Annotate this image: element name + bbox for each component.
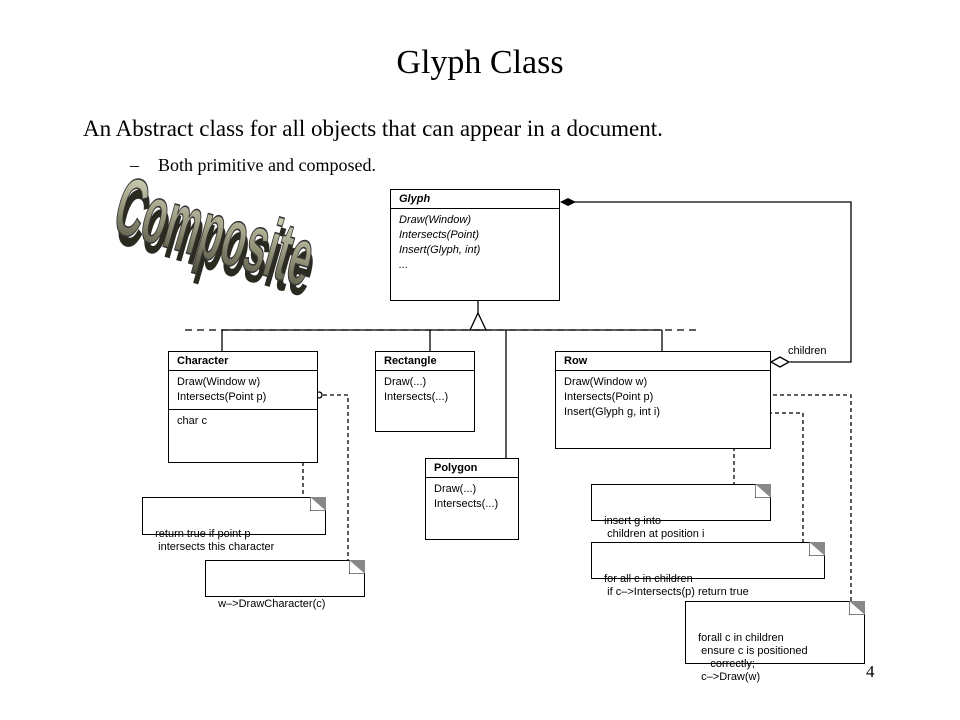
row-method: Draw(Window w) (564, 376, 648, 388)
row-class-box[interactable]: Row Draw(Window w) Intersects(Point p) I… (555, 351, 771, 449)
character-class-name: Character (169, 352, 317, 371)
note-char-intersects[interactable]: return true if point p intersects this c… (142, 497, 326, 553)
slide-title: Glyph Class (396, 44, 564, 81)
row-methods: Draw(Window w) Intersects(Point p) Inser… (556, 371, 770, 424)
bullet-sub: –Both primitive and composed. (130, 155, 376, 176)
glyph-method: ... (399, 259, 409, 271)
rectangle-methods: Draw(...) Intersects(...) (376, 371, 474, 409)
rectangle-class-name: Rectangle (376, 352, 474, 371)
character-class-box[interactable]: Character Draw(Window w) Intersects(Poin… (168, 351, 318, 463)
row-method: Intersects(Point p) (564, 391, 654, 403)
glyph-method: Intersects(Point) (399, 229, 480, 241)
note-fold-icon (809, 542, 825, 556)
note-text: return true if point p intersects this c… (155, 528, 275, 553)
rectangle-method: Intersects(...) (384, 391, 449, 403)
polygon-class-name: Polygon (426, 459, 518, 478)
glyph-class-box[interactable]: Glyph Draw(Window) Intersects(Point) Ins… (390, 189, 560, 301)
polygon-method: Intersects(...) (434, 498, 499, 510)
note-row-draw[interactable]: forall c in children ensure c is positio… (685, 601, 865, 683)
character-attribute: char c (177, 415, 207, 427)
character-method: Intersects(Point p) (177, 391, 267, 403)
polygon-methods: Draw(...) Intersects(...) (426, 478, 518, 516)
character-method: Draw(Window w) (177, 376, 261, 388)
polygon-method: Draw(...) (434, 483, 477, 495)
note-text: forall c in children ensure c is positio… (698, 632, 808, 683)
character-methods: Draw(Window w) Intersects(Point p) (169, 371, 317, 410)
note-row-insert[interactable]: insert g into children at position i (591, 484, 771, 540)
note-text: w–>DrawCharacter(c) (218, 598, 326, 610)
bullet-dash: – (130, 155, 139, 175)
note-text: for all c in children if c–>Intersects(p… (604, 573, 749, 598)
glyph-class-name: Glyph (391, 190, 559, 209)
children-label: children (788, 345, 827, 357)
row-method: Insert(Glyph g, int i) (564, 406, 660, 418)
note-text: insert g into children at position i (604, 515, 705, 540)
bullet-main: An Abstract class for all objects that c… (83, 116, 663, 141)
composite-wordart: Composite Composite (105, 158, 327, 314)
rectangle-class-box[interactable]: Rectangle Draw(...) Intersects(...) (375, 351, 475, 432)
glyph-method: Draw(Window) (399, 214, 472, 226)
note-char-draw[interactable]: w–>DrawCharacter(c) (205, 560, 365, 610)
bullet-sub-text: Both primitive and composed. (158, 155, 376, 175)
glyph-methods: Draw(Window) Intersects(Point) Insert(Gl… (391, 209, 559, 277)
polygon-class-box[interactable]: Polygon Draw(...) Intersects(...) (425, 458, 519, 540)
note-fold-icon (349, 560, 365, 574)
character-attributes: char c (169, 410, 317, 433)
page-number: 4 (866, 662, 875, 681)
note-fold-icon (755, 484, 771, 498)
note-fold-icon (310, 497, 326, 511)
note-fold-icon (849, 601, 865, 615)
glyph-method: Insert(Glyph, int) (399, 244, 481, 256)
rectangle-method: Draw(...) (384, 376, 427, 388)
row-class-name: Row (556, 352, 770, 371)
note-row-intersects[interactable]: for all c in children if c–>Intersects(p… (591, 542, 825, 598)
